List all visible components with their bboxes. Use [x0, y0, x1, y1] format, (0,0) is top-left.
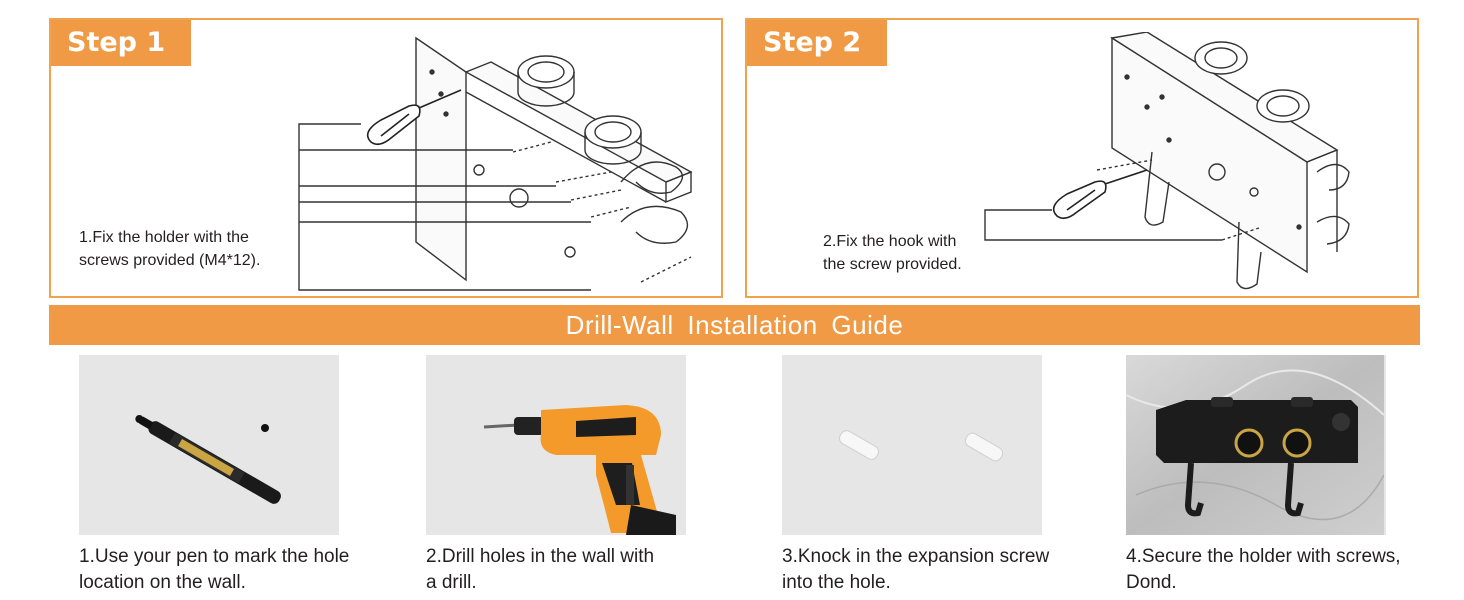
guide-caption-2: 2.Drill holes in the wall with a drill.	[426, 546, 655, 593]
guide-banner: Drill-Wall Installation Guide	[49, 305, 1420, 345]
step-1-panel: Step 1	[49, 18, 723, 298]
marker-pen-icon	[135, 415, 281, 504]
step-1-caption: 1.Fix the holder with the screws provide…	[79, 229, 261, 269]
step-2-tab: Step 2	[747, 20, 887, 66]
guide-image-anchors	[782, 355, 1042, 535]
step-1-tab: Step 1	[51, 20, 191, 66]
guide-caption-1: 1.Use your pen to mark the hole location…	[79, 546, 350, 593]
power-drill-icon	[483, 405, 676, 535]
step-2-caption: 2.Fix the hook with the screw provided.	[823, 233, 962, 273]
shower-holder-icon	[1156, 397, 1358, 517]
screwdriver-icon	[366, 89, 462, 146]
wall-anchor-icon	[839, 430, 1004, 462]
screwdriver-icon	[1052, 169, 1148, 220]
guide-caption-4: 4.Secure the holder with screws, Dond.	[1126, 546, 1401, 593]
guide-caption-3: 3.Knock in the expansion screw into the …	[782, 546, 1050, 593]
step-1-diagram	[298, 36, 693, 291]
step-2-diagram	[984, 32, 1350, 290]
guide-image-drill	[426, 355, 686, 535]
guide-image-mark	[79, 355, 339, 535]
step-2-panel: Step 2	[745, 18, 1419, 298]
guide-image-installed	[1126, 355, 1386, 535]
